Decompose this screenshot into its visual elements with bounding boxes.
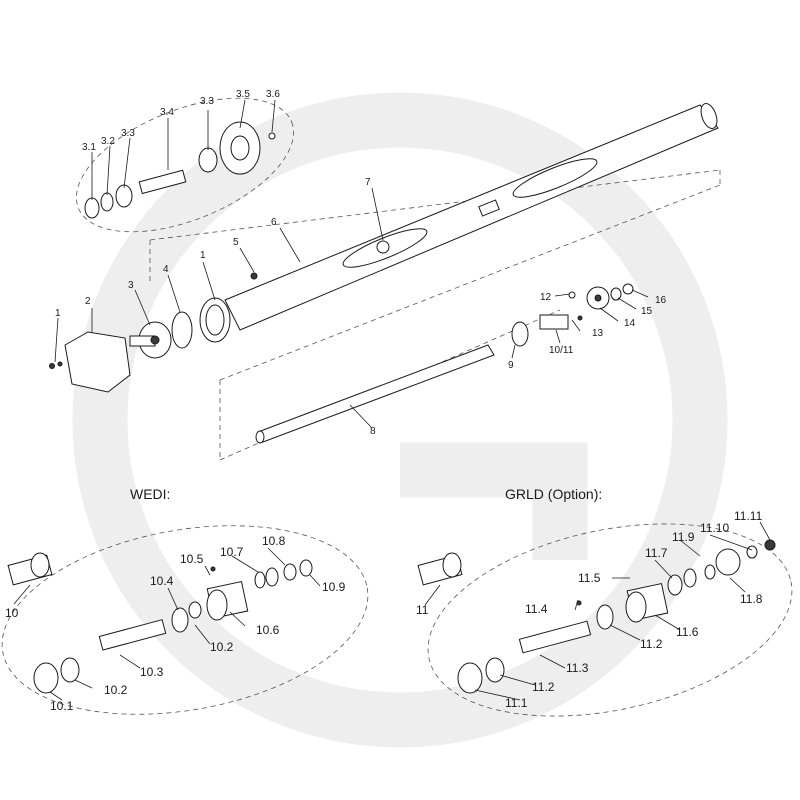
callout-11-7: 11.7: [645, 546, 668, 560]
callout-14: 14: [624, 318, 636, 329]
flange-ring: [199, 297, 231, 343]
group-outline-shaft: [149, 169, 721, 461]
bolt-1: [49, 363, 55, 369]
ring-9: [511, 321, 529, 347]
callout-1-b: 1: [200, 250, 206, 261]
callout-11-10: 11.10: [700, 521, 729, 535]
callout-3: 3: [128, 280, 134, 291]
leader-lines: [13, 99, 771, 701]
seal-ring-4: [171, 311, 193, 349]
callout-10-5: 10.5: [180, 552, 204, 566]
nut-1: [57, 361, 63, 367]
callout-10-9: 10.9: [322, 580, 346, 594]
callout-2: 2: [85, 296, 91, 307]
callout-5: 5: [233, 237, 239, 248]
callout-8: 8: [370, 426, 376, 437]
callout-7: 7: [365, 177, 371, 188]
callout-10-7: 10.7: [220, 545, 244, 559]
hub-assembly-3: [129, 321, 172, 359]
callout-11: 11: [416, 603, 429, 617]
callout-3-3-a: 3.3: [121, 128, 135, 139]
grease-nipple: [250, 272, 258, 280]
callout-10-2-a: 10.2: [104, 683, 128, 697]
callout-3-4: 3.4: [160, 107, 174, 118]
callout-1: 1: [55, 308, 61, 319]
callout-16: 16: [655, 295, 667, 306]
callout-10: 10: [5, 606, 19, 620]
callout-9: 9: [508, 360, 514, 371]
callout-10-2-b: 10.2: [210, 640, 234, 654]
callout-11-3: 11.3: [566, 661, 589, 675]
callout-11-1: 11.1: [505, 696, 528, 710]
callout-4: 4: [163, 264, 169, 275]
grld-assembly-11: [417, 552, 463, 586]
grld-parts: [457, 539, 776, 694]
watermark-logo: [72, 92, 728, 748]
callout-3-2: 3.2: [101, 136, 115, 147]
callout-11-5: 11.5: [578, 571, 601, 585]
callout-3-5: 3.5: [236, 89, 250, 100]
callout-10-6: 10.6: [256, 623, 280, 637]
wedi-assembly-10: [7, 552, 53, 586]
callout-6: 6: [271, 217, 277, 228]
group-outline-grld: [427, 523, 793, 717]
wedi-parts: [33, 559, 313, 694]
callout-12: 12: [540, 292, 552, 303]
callout-11-2-a: 11.2: [532, 680, 555, 694]
group-outline-wedi: [1, 525, 369, 715]
callout-13: 13: [592, 328, 604, 339]
callout-15: 15: [641, 306, 653, 317]
callout-10-4: 10.4: [150, 574, 174, 588]
callout-11-9: 11.9: [672, 530, 695, 544]
callout-3-3-b: 3.3: [200, 96, 214, 107]
callout-3-6: 3.6: [266, 89, 280, 100]
axle-8: [255, 344, 495, 444]
callout-11-4: 11.4: [525, 602, 548, 616]
group-outline-3: [76, 97, 294, 233]
hex-cap-2: [64, 331, 131, 393]
callout-11-8: 11.8: [740, 592, 763, 606]
section-title-wedi: WEDI:: [130, 486, 170, 502]
callout-11-2-b: 11.2: [640, 637, 663, 651]
callout-10-1: 10.1: [50, 699, 74, 713]
main-tube-shaft: [224, 103, 719, 331]
callout-10-8: 10.8: [262, 534, 286, 548]
callout-10-3: 10.3: [140, 665, 164, 679]
callout-10-11: 10/11: [549, 345, 574, 356]
end-parts-12-16: [539, 283, 634, 330]
subgroup-3-parts: [84, 121, 276, 219]
callout-11-6: 11.6: [676, 625, 699, 639]
callout-11-11: 11.11: [734, 509, 763, 523]
section-title-grld: GRLD (Option):: [505, 486, 602, 502]
callout-3-1: 3.1: [82, 142, 96, 153]
